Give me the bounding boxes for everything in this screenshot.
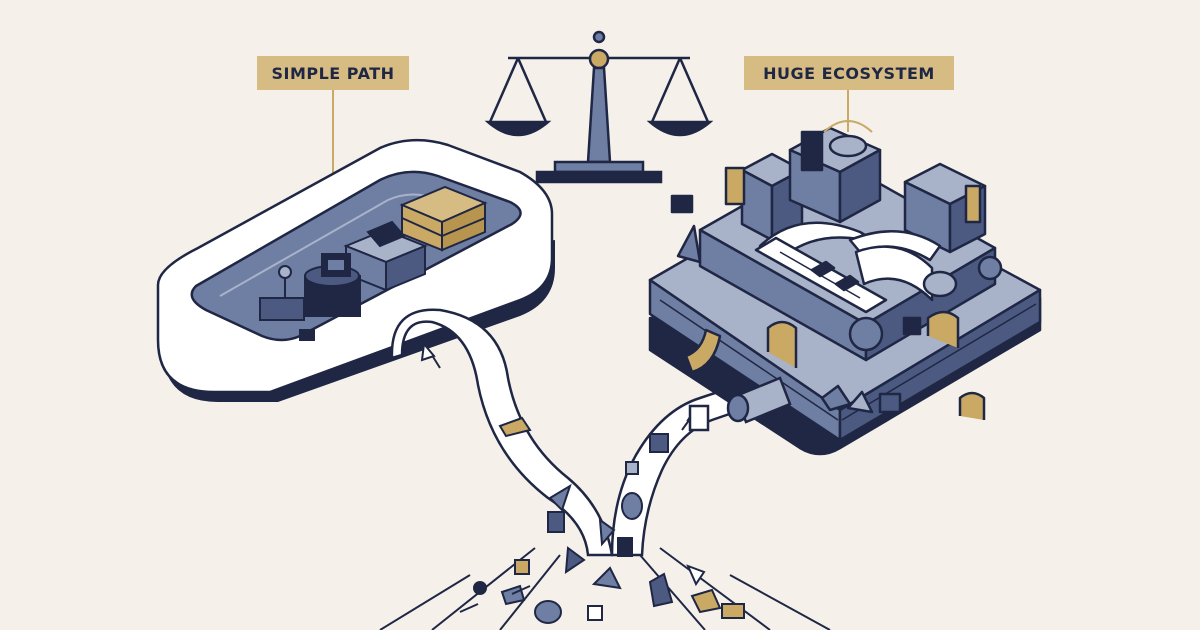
ecosystem-arc — [823, 120, 873, 133]
arrow-icon — [420, 341, 441, 369]
converging-lines — [379, 547, 831, 630]
ecosystem-block — [648, 126, 1042, 456]
cylinder-icon — [304, 253, 361, 317]
huge-ecosystem-label: HUGE ECOSYSTEM — [744, 56, 954, 90]
small-lever — [259, 265, 305, 321]
cube-icon — [399, 185, 488, 252]
ecosystem-pipe — [688, 376, 792, 432]
gold-wedge — [498, 416, 532, 438]
simple-path-label: SIMPLE PATH — [257, 56, 409, 90]
stacked-box — [343, 220, 428, 292]
scattered-shapes — [459, 511, 745, 624]
tower-left — [740, 152, 804, 242]
tray-items — [259, 185, 488, 341]
balance-scale-icon — [484, 30, 714, 184]
triangle-icon — [548, 483, 572, 512]
